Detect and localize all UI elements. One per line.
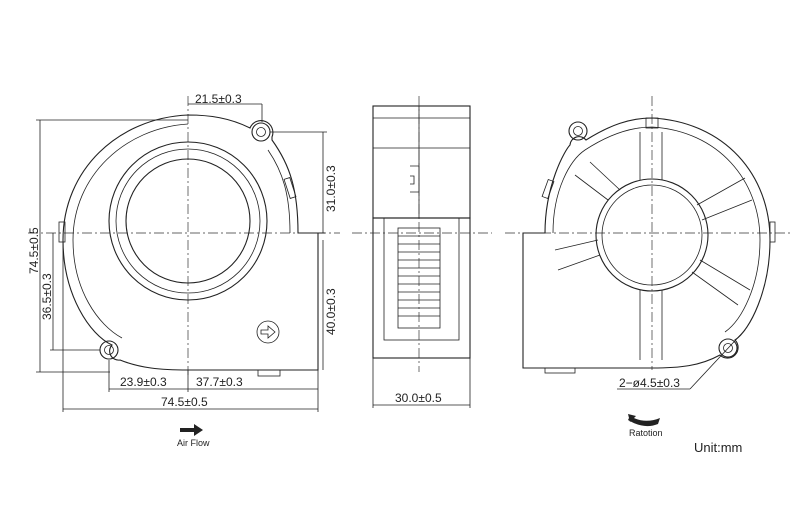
side-view: 30.0±0.5 (352, 96, 492, 408)
dim-upper-outlet: 31.0±0.3 (324, 165, 338, 212)
rear-mount-hole-top (573, 126, 583, 136)
side-upper-block (372, 105, 471, 219)
rear-right-tab (769, 221, 776, 243)
side-lower-block (372, 217, 471, 359)
dim-lower-height: 36.5±0.3 (40, 273, 54, 320)
air-flow-label: Air Flow (177, 438, 210, 448)
hole-leader-line (689, 329, 746, 390)
rear-hub-inner (601, 184, 703, 286)
rear-bottom-tab (544, 367, 576, 374)
unit-label: Unit:mm (694, 440, 742, 455)
rear-hub-outer (595, 178, 709, 292)
front-view: 21.5±0.3 74.5±0.5 36.5±0.3 31.0±0.3 40.0… (27, 92, 340, 448)
rear-top-notch (645, 117, 659, 129)
front-ring-outer (108, 141, 268, 301)
side-outlet-frame (383, 217, 460, 341)
front-mount-hole-top (256, 127, 266, 137)
dim-overall-height: 74.5±0.5 (27, 227, 41, 274)
dim-hole: 2−ø4.5±0.3 (619, 376, 680, 390)
dim-overall-width: 74.5±0.5 (161, 395, 208, 409)
rear-side-tab (541, 179, 555, 199)
rear-mount-boss-top (568, 121, 588, 141)
rear-mount-hole-bottom (723, 343, 733, 353)
front-ring-inner (125, 158, 251, 284)
right-arrow-icon (180, 424, 203, 436)
rear-mount-boss-bottom (718, 338, 738, 358)
curved-arrow-icon (628, 416, 660, 427)
dim-lower-outlet: 40.0±0.3 (324, 288, 338, 335)
dim-bottom-right: 37.7±0.3 (196, 375, 243, 389)
dim-bottom-left: 23.9±0.3 (120, 375, 167, 389)
rear-spokes (554, 132, 753, 360)
front-housing-outline (62, 114, 325, 371)
rear-view: 2−ø4.5±0.3 Ratotion Unit:mm (505, 96, 790, 455)
dim-top-offset: 21.5±0.3 (195, 92, 242, 106)
curved-arrow-head (628, 414, 636, 422)
flow-marker-circle (256, 320, 280, 344)
rotation-label: Ratotion (629, 428, 663, 438)
front-mount-boss-top (251, 122, 271, 142)
front-ring-mid (115, 148, 261, 294)
dim-side-width: 30.0±0.5 (395, 391, 442, 405)
front-upper-tab (283, 177, 297, 199)
rear-housing-inner (552, 126, 761, 333)
front-bottom-tab (257, 369, 281, 377)
side-connector (410, 165, 420, 193)
front-side-tab (58, 221, 66, 243)
rear-housing-outline (522, 117, 771, 369)
front-housing-inner (72, 123, 291, 339)
front-mount-hole-bottom (104, 345, 114, 355)
hollow-arrow-circle-icon (260, 325, 276, 339)
